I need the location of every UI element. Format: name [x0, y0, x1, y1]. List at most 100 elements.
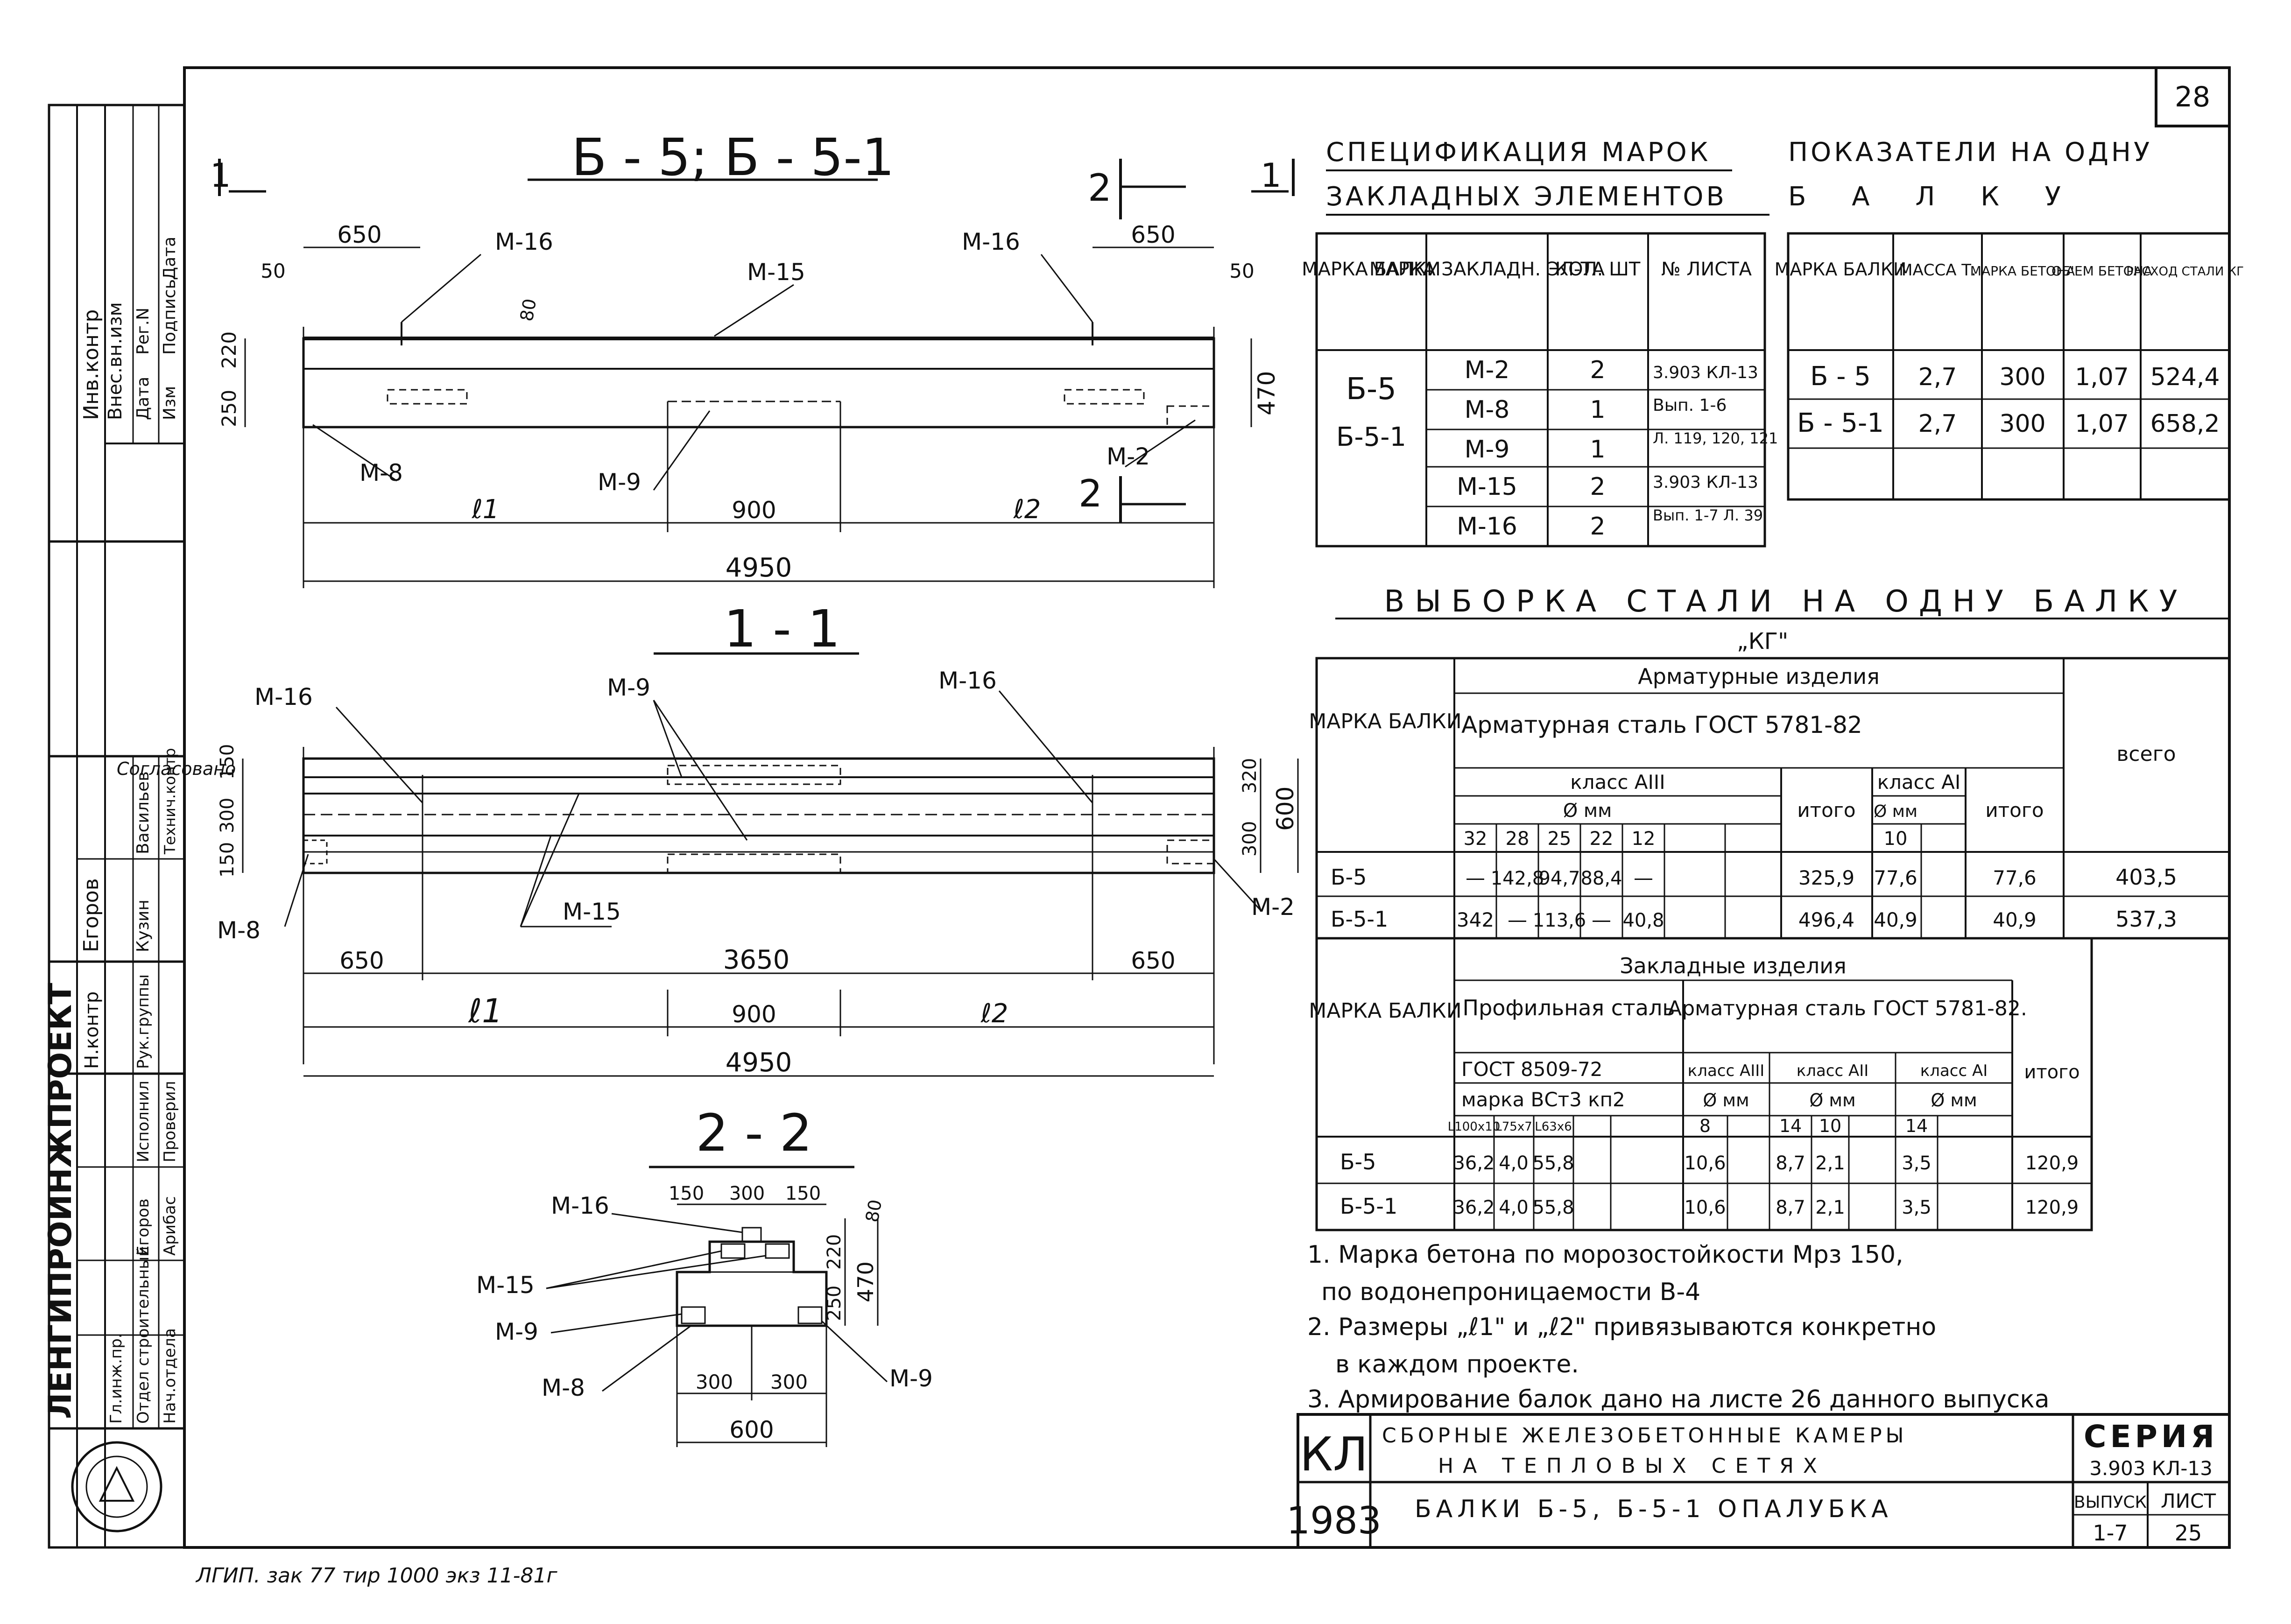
margin-role-7: Нач.отдела — [161, 1328, 179, 1424]
note-2: 2. Размеры „ℓ1" и „ℓ2" привязываются кон… — [1307, 1313, 1936, 1341]
s1-ldim-300: 300 — [217, 798, 238, 833]
title-block: КЛ 1983 СБОРНЫЕ ЖЕЛЕЗОБЕТОННЫЕ КАМЕРЫ НА… — [1286, 1413, 2231, 1549]
steel-h-itogo-2: итого — [2024, 1062, 2080, 1083]
ind-r1-mark: Б - 5 — [1810, 361, 1871, 392]
va-dim-470: 470 — [1253, 371, 1280, 415]
ind-r2-mass: 2,7 — [1918, 410, 1957, 438]
spec-sheet-4: 3.903 КЛ-13 — [1653, 473, 1758, 492]
steel-h-rebar-steel-2: Арматурная сталь ГОСТ 5781-82. — [1668, 997, 2027, 1020]
spec-sheet-3: Л. 119, 120, 121 — [1653, 429, 1778, 447]
spec-sheet-5: Вып. 1-7 Л. 39 — [1653, 506, 1763, 524]
section-2-outline — [676, 1240, 828, 1327]
steel-h-profile-grade: марка ВСт3 кп2 — [1461, 1088, 1625, 1111]
ind-h-vol: ОБ'ЕМ БЕТОНА — [2051, 263, 2152, 279]
spec-el-4: М-15 — [1457, 473, 1517, 501]
s2-mark-m8: M-8 — [542, 1374, 585, 1401]
cut-2-top: 2 — [1088, 166, 1112, 210]
spec-qty-4: 2 — [1590, 473, 1605, 501]
tb-title1: СБОРНЫЕ ЖЕЛЕЗОБЕТОННЫЕ КАМЕРЫ — [1382, 1424, 1907, 1448]
va-dim-l1: ℓ1 — [472, 494, 500, 525]
steel-h-itogo-3: итого — [1797, 799, 1855, 822]
s2-dim-150-l: 150 — [669, 1183, 704, 1204]
steel-edia-14: 14 — [1779, 1116, 1802, 1136]
spec-sheet-1: 3.903 КЛ-13 — [1653, 363, 1758, 382]
steel-edia-8: 8 — [1699, 1116, 1711, 1136]
steel-h-dia-a3: Ø мм — [1703, 1090, 1749, 1111]
steel-h-dia: Ø мм — [1563, 800, 1612, 822]
emb-r1-mark: Б-5 — [1340, 1149, 1376, 1174]
margin-name-4: Технич.контр — [161, 748, 179, 855]
ind-h-grade: МАРКА БЕТОНА — [1970, 263, 2075, 279]
emb-r2-c2: 4,0 — [1499, 1197, 1529, 1218]
steel-r1-c2: 142,8 — [1491, 868, 1544, 889]
ind-title-1: ПОКАЗАТЕЛИ НА ОДНУ — [1788, 137, 2152, 168]
cut-1-right: 1 — [1261, 156, 1282, 195]
ind-r2-vol: 1,07 — [2075, 410, 2129, 438]
ind-h-mass: МАССА Т. — [1899, 261, 1976, 280]
steel-h-rebar: Арматурные изделия — [1638, 664, 1880, 689]
tb-title3: БАЛКИ Б-5, Б-5-1 ОПАЛУБКА — [1415, 1495, 1893, 1523]
s1-mark-m15: M-15 — [563, 898, 621, 925]
steel-r1-c1: — — [1466, 866, 1485, 889]
steel-dia-25: 25 — [1548, 828, 1572, 850]
note-1b: по водонепроницаемости В-4 — [1321, 1278, 1700, 1306]
note-1: 1. Марка бетона по морозостойкости Мрз 1… — [1307, 1241, 1903, 1269]
s1-rdim-600: 600 — [1272, 787, 1299, 831]
spec-qty-2: 1 — [1590, 396, 1605, 424]
va-mark-m9: M-9 — [598, 469, 641, 496]
tb-series-label: СЕРИЯ — [2084, 1419, 2218, 1455]
emb-r1-c1: 36,2 — [1453, 1153, 1494, 1174]
steel-r2-c1: 342 — [1457, 908, 1494, 931]
s2-dim-300-l: 300 — [696, 1371, 733, 1393]
steel-h-cls-a1: класс АI — [1920, 1062, 1988, 1080]
va-dim-50-r: 50 — [1229, 260, 1254, 282]
va-dim-900: 900 — [732, 497, 776, 524]
section-1-1: 1 - 1 M-16 M-9 M-16 M-15 M-8 M-2 1 — [217, 599, 1299, 1078]
ind-title-2: Б А Л К У — [1788, 182, 2080, 212]
va-dim-250: 250 — [218, 390, 240, 427]
tb-code: КЛ — [1300, 1427, 1368, 1482]
section-1-outline — [302, 757, 1215, 874]
va-dim-80: 80 — [516, 297, 541, 323]
margin-org: ЛЕНГИПРОИНЖПРОЕКТ — [42, 983, 79, 1419]
margin-row-4: Рег.N — [134, 308, 153, 355]
ind-r1-steel: 524,4 — [2150, 363, 2220, 391]
steel-h-dia-a1: Ø мм — [1931, 1090, 1977, 1111]
steel-dia-22: 22 — [1590, 828, 1614, 850]
s1-bdim-l2: ℓ2 — [980, 998, 1008, 1029]
emb-r2-c1: 36,2 — [1453, 1197, 1494, 1218]
margin-row-5: Изм — [160, 386, 179, 420]
indicator-table: ПОКАЗАТЕЛИ НА ОДНУ Б А Л К У МАРКА БАЛКИ… — [1775, 137, 2244, 501]
org-stamp-logo — [71, 1441, 162, 1533]
emb-r2-c5: 8,7 — [1776, 1197, 1805, 1218]
spec-el-2: М-8 — [1465, 396, 1510, 424]
margin-block: Инв.контр Внес.вн.изм Дата Рег.N Изм Под… — [42, 104, 236, 1549]
margin-name-1: Егоров — [79, 878, 103, 952]
steel-dia-28: 28 — [1506, 828, 1530, 850]
steel-h-embed: Закладные изделия — [1620, 953, 1847, 978]
s2-mark-m15: M-15 — [476, 1272, 535, 1299]
section-2-title: 2 - 2 — [696, 1103, 812, 1163]
steel-h-total: всего — [2116, 742, 2176, 766]
sheet-number: 28 — [2175, 81, 2210, 113]
spec-qty-5: 2 — [1590, 513, 1605, 541]
sheet-number-box — [2155, 66, 2231, 127]
steel-r1-c4: 88,4 — [1580, 868, 1622, 889]
margin-row-3: Дата — [134, 377, 153, 420]
steel-r1-c5: — — [1634, 866, 1653, 889]
margin-name-3: Кузин — [134, 900, 153, 952]
tb-title2: НА ТЕПЛОВЫХ СЕТЯХ — [1438, 1454, 1826, 1478]
margin-row-2: Внес.вн.изм — [105, 302, 126, 420]
emb-r2-c3: 55,8 — [1532, 1197, 1574, 1218]
tb-series: 3.903 КЛ-13 — [2089, 1457, 2213, 1480]
s1-bdim-l1: ℓ1 — [468, 992, 502, 1030]
s2-dim-600: 600 — [729, 1416, 774, 1443]
steel-dia-12: 12 — [1632, 828, 1656, 850]
steel-r2-c4: — — [1592, 908, 1611, 931]
steel-r1-mark: Б-5 — [1331, 865, 1367, 890]
emb-r2-c6: 2,1 — [1815, 1197, 1845, 1218]
steel-h-class1: класс АI — [1877, 771, 1961, 794]
note-2b: в каждом проекте. — [1335, 1350, 1579, 1378]
steel-r1-c10: 77,6 — [1874, 866, 1917, 889]
s1-mark-m8: M-8 — [217, 917, 261, 944]
